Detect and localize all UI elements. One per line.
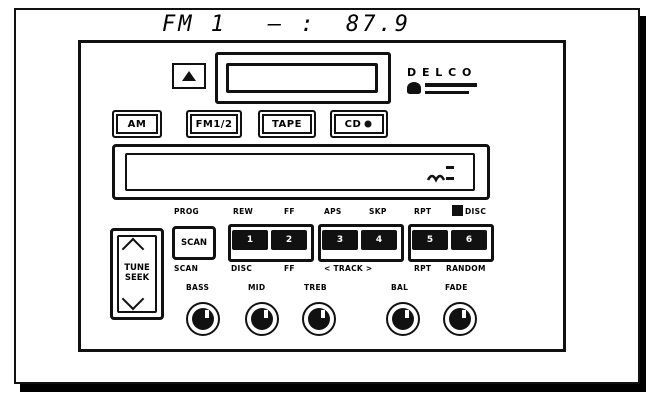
balance-knob[interactable] bbox=[386, 302, 420, 336]
display-window bbox=[125, 153, 475, 191]
knob-notch bbox=[462, 310, 466, 318]
preset-button-2[interactable]: 2 bbox=[271, 230, 307, 250]
preset-button-6[interactable]: 6 bbox=[451, 230, 487, 250]
label-rpt: RPT bbox=[414, 207, 432, 216]
knob-core bbox=[251, 308, 273, 330]
label-disc: DISC bbox=[465, 207, 487, 216]
preset-button-1[interactable]: 1 bbox=[232, 230, 268, 250]
brand-logo: D E L C O bbox=[405, 66, 485, 102]
tape-slot-door bbox=[226, 63, 378, 93]
label-skp: SKP bbox=[369, 207, 387, 216]
eject-button[interactable] bbox=[172, 63, 206, 89]
label-track: < TRACK > bbox=[324, 264, 373, 273]
label-fade: FADE bbox=[445, 283, 468, 292]
fm-button[interactable]: FM1/2 bbox=[186, 110, 242, 138]
fm-button-label: FM1/2 bbox=[195, 118, 233, 130]
knob-core bbox=[192, 308, 214, 330]
label-treb: TREB bbox=[304, 283, 327, 292]
am-button[interactable]: AM bbox=[112, 110, 162, 138]
knob-notch bbox=[205, 310, 209, 318]
eject-icon bbox=[182, 71, 196, 81]
label-mid: MID bbox=[248, 283, 266, 292]
cd-button-label: CD bbox=[344, 118, 362, 130]
tape-button-label: TAPE bbox=[272, 118, 302, 130]
knob-core bbox=[308, 308, 330, 330]
mid-knob[interactable] bbox=[245, 302, 279, 336]
bass-knob[interactable] bbox=[186, 302, 220, 336]
scan-button[interactable]: SCAN bbox=[172, 226, 216, 260]
preset-group-5-6: 5 6 bbox=[408, 224, 494, 262]
knob-core bbox=[392, 308, 414, 330]
treble-knob[interactable] bbox=[302, 302, 336, 336]
brand-line bbox=[425, 83, 477, 87]
tune-seek-frame bbox=[117, 235, 157, 313]
tape-slot bbox=[215, 52, 391, 104]
preset-button-5[interactable]: 5 bbox=[412, 230, 448, 250]
label-ff: FF bbox=[284, 207, 295, 216]
tune-seek-rocker[interactable]: TUNE SEEK bbox=[110, 228, 164, 320]
seek-label: SEEK bbox=[124, 273, 150, 283]
label-disc-lower: DISC bbox=[231, 264, 253, 273]
label-random: RANDOM bbox=[446, 264, 486, 273]
knob-notch bbox=[264, 310, 268, 318]
knob-notch bbox=[321, 310, 325, 318]
tape-button[interactable]: TAPE bbox=[258, 110, 316, 138]
preset-button-4[interactable]: 4 bbox=[361, 230, 397, 250]
brand-wordmark: D E L C O bbox=[407, 66, 473, 79]
knob-core bbox=[449, 308, 471, 330]
am-button-label: AM bbox=[127, 118, 147, 130]
display-indicator: – : bbox=[268, 12, 317, 37]
brand-line bbox=[425, 91, 469, 94]
cd-icon bbox=[364, 120, 372, 128]
tune-label: TUNE bbox=[124, 263, 150, 273]
fade-knob[interactable] bbox=[443, 302, 477, 336]
disc-icon bbox=[452, 205, 463, 216]
label-bass: BASS bbox=[186, 283, 210, 292]
label-rpt-lower: RPT bbox=[414, 264, 432, 273]
preset-group-1-2: 1 2 bbox=[228, 224, 314, 262]
radio-display bbox=[112, 144, 490, 200]
label-bal: BAL bbox=[391, 283, 409, 292]
display-band: FM 1 bbox=[162, 12, 227, 37]
label-scan: SCAN bbox=[174, 264, 199, 273]
brand-mark bbox=[407, 82, 421, 94]
label-rew: REW bbox=[233, 207, 254, 216]
preset-group-3-4: 3 4 bbox=[318, 224, 404, 262]
tune-seek-label: TUNE SEEK bbox=[113, 263, 161, 283]
cd-button[interactable]: CD bbox=[330, 110, 388, 138]
knob-notch bbox=[405, 310, 409, 318]
label-ff-lower: FF bbox=[284, 264, 295, 273]
label-aps: APS bbox=[324, 207, 342, 216]
preset-button-3[interactable]: 3 bbox=[322, 230, 358, 250]
stereo-icon bbox=[426, 166, 454, 183]
label-prog: PROG bbox=[174, 207, 200, 216]
display-frequency: 87.9 bbox=[346, 12, 411, 37]
scan-button-label: SCAN bbox=[180, 238, 208, 248]
